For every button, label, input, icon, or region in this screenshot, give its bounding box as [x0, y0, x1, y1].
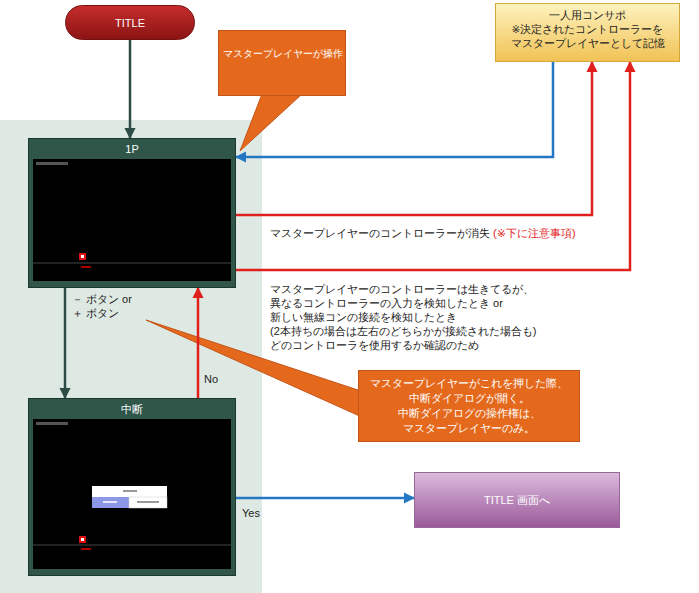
- game-flow-band: [0, 120, 262, 593]
- game-screen: [33, 159, 231, 281]
- destination-box: TITLE 画面へ: [414, 472, 620, 528]
- flow-arrow: [236, 497, 414, 500]
- edge-label: マスタープレイヤーのコントローラーが消失: [270, 226, 490, 240]
- node-body: ※決定されたコントローラーを マスタープレイヤーとして記憶: [501, 22, 674, 50]
- node-title: 一人用コンサポ: [501, 8, 674, 22]
- node-title: マスタープレイヤーがこれを押した際、 中断ダイアログが開く。 中断ダイアログの操…: [363, 376, 575, 436]
- callout-box: マスタープレイヤーがこれを押した際、 中断ダイアログが開く。 中断ダイアログの操…: [358, 370, 580, 442]
- note-label: (※下に注意事項): [493, 226, 576, 240]
- screen-box: 1P: [28, 138, 236, 288]
- node-title: 中断: [33, 401, 231, 417]
- node-title: TITLE 画面へ: [484, 493, 550, 508]
- screen-box: 中断: [28, 398, 236, 576]
- pause-screen: [33, 419, 231, 569]
- flow-arrow: [129, 40, 132, 138]
- callout-box: マスタープレイヤーが操作: [218, 30, 346, 96]
- note-box: 一人用コンサポ※決定されたコントローラーを マスタープレイヤーとして記憶: [495, 3, 680, 62]
- callout-tail: [240, 94, 302, 151]
- edge-label: － ボタン or ＋ ボタン: [72, 292, 144, 320]
- node-title: 1P: [33, 141, 231, 157]
- edge-label: Yes: [242, 506, 260, 520]
- node-title: TITLE: [115, 17, 145, 29]
- flow-arrow: [197, 288, 200, 398]
- flow-arrow: [64, 288, 67, 398]
- edge-label: No: [204, 372, 218, 386]
- edge-label: マスタープレイヤーのコントローラーは生きてるが、 異なるコントローラーの入力を検…: [270, 282, 562, 352]
- start-terminal: TITLE: [65, 5, 195, 40]
- node-title: マスタープレイヤーが操作: [223, 47, 341, 61]
